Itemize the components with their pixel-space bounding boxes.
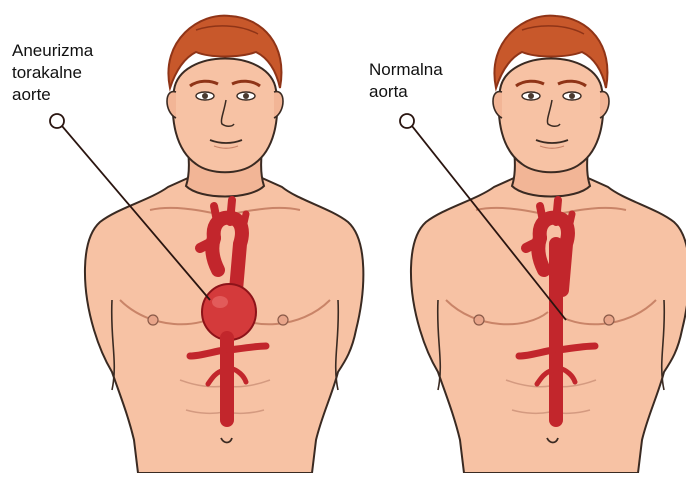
- figure-aneurysm: [50, 16, 363, 473]
- label-normal-line: Normalna: [369, 59, 443, 81]
- figure-normal: [400, 16, 686, 473]
- label-normal-line: aorta: [369, 81, 443, 103]
- label-aneurysm-line: aorte: [12, 84, 93, 106]
- label-aneurysm-line: torakalne: [12, 62, 93, 84]
- label-normal: Normalna aorta: [369, 59, 443, 103]
- label-aneurysm-line: Aneurizma: [12, 40, 93, 62]
- label-aneurysm: Aneurizma torakalne aorte: [12, 40, 93, 106]
